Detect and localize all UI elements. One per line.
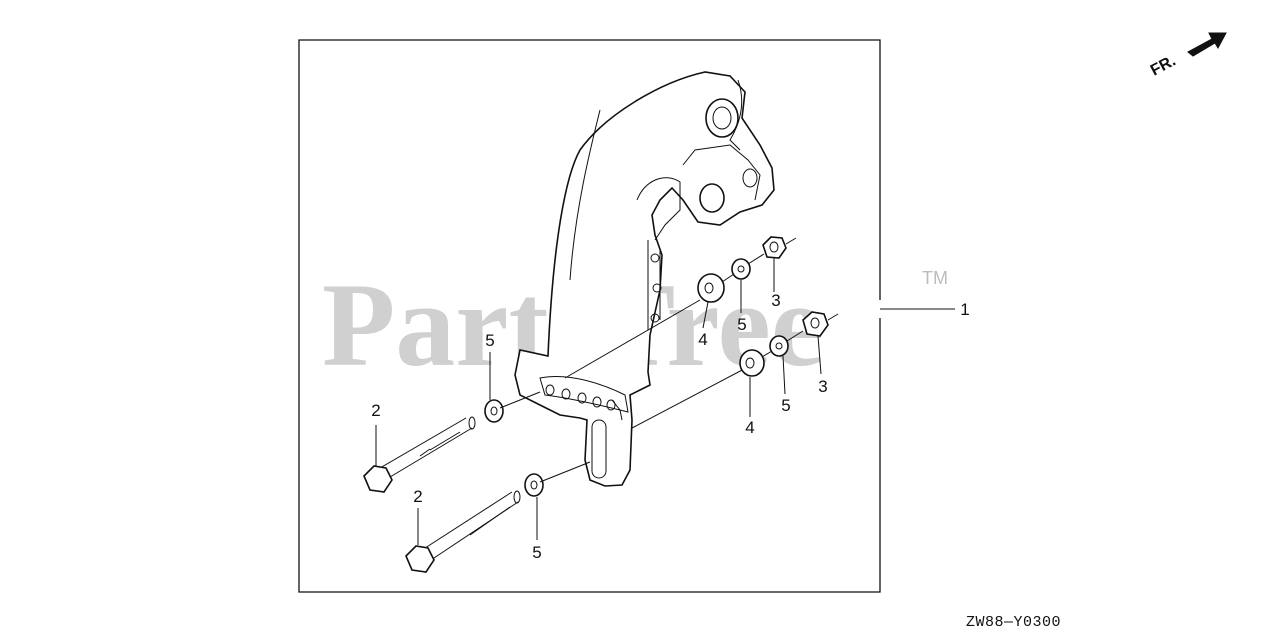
axis-seg-upper-b xyxy=(747,253,765,265)
leader-lines xyxy=(375,258,955,545)
axis-seg-lower-a xyxy=(761,350,773,358)
bracket-assembly xyxy=(514,71,775,487)
arrow-right-icon xyxy=(1187,32,1227,57)
diagram-code: ZW88—Y0300 xyxy=(966,614,1062,631)
bolt-lower xyxy=(405,490,521,573)
front-direction-label: FR. xyxy=(1148,52,1179,79)
washer-5-upper xyxy=(731,258,751,280)
callout-1-bracket: 1 xyxy=(960,300,969,319)
nut-upper xyxy=(762,236,787,259)
callout-4-washer-lower: 4 xyxy=(745,418,754,437)
callout-5-washer-left-lower: 5 xyxy=(532,543,541,562)
callout-5-washer-lower: 5 xyxy=(781,396,790,415)
front-direction-indicator: FR. xyxy=(1148,32,1227,80)
axis-seg-lower-c xyxy=(827,313,839,321)
axis-line-lower-left xyxy=(539,461,591,483)
axis-seg-upper-c xyxy=(785,237,797,245)
watermark-trademark: TM xyxy=(922,268,948,288)
axis-line-lower-mid xyxy=(631,367,747,429)
washer-left-upper xyxy=(484,399,504,423)
axis-seg-upper-a xyxy=(721,273,735,283)
callout-4-washer-upper: 4 xyxy=(698,330,707,349)
callout-2-bolt-lower: 2 xyxy=(413,487,422,506)
washer-4-lower xyxy=(739,349,765,377)
axis-seg-lower-b xyxy=(786,330,804,342)
diagram-frame xyxy=(298,39,881,593)
washer-5-lower xyxy=(769,335,789,357)
washer-4-upper xyxy=(697,273,725,303)
axis-line-upper-left xyxy=(499,391,541,409)
callout-2-bolt-upper: 2 xyxy=(371,401,380,420)
callout-3-nut-upper: 3 xyxy=(771,291,780,310)
callout-5-washer-left-upper: 5 xyxy=(485,331,494,350)
nut-lower xyxy=(802,311,829,337)
callout-5-washer-upper: 5 xyxy=(737,315,746,334)
callout-3-nut-lower: 3 xyxy=(818,377,827,396)
bolt-upper xyxy=(363,416,476,493)
washer-left-lower xyxy=(524,473,544,497)
axis-line-upper-mid xyxy=(564,299,701,379)
